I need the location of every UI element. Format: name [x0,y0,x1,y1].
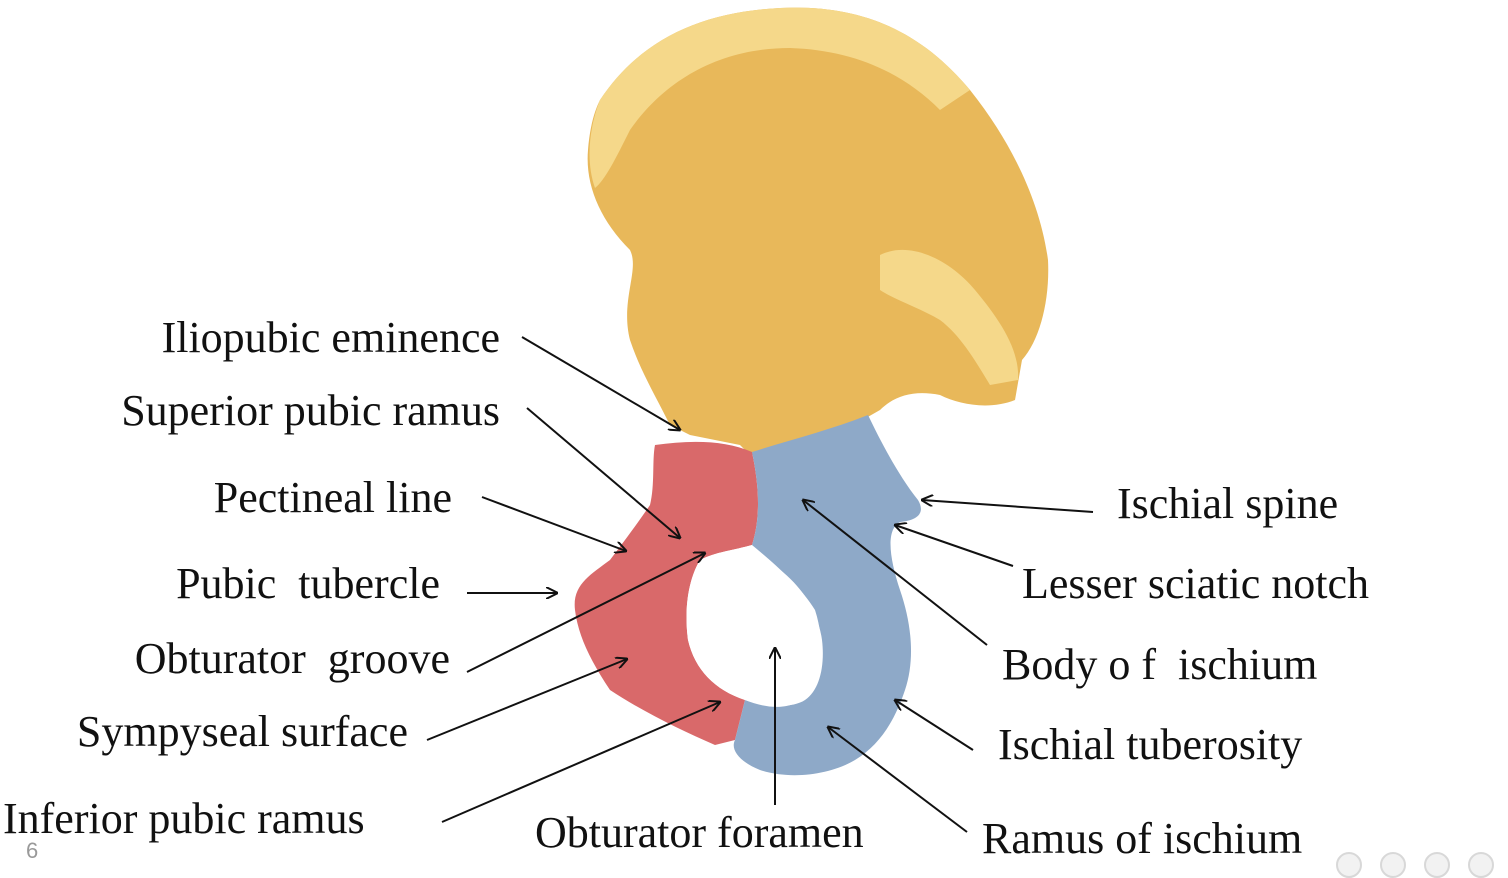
arrow-iliopubic-eminence [521,336,680,430]
iliac-ear [880,249,1019,385]
nav-dot-icon[interactable] [1380,852,1406,878]
slide-number: 6 [26,838,39,863]
label-pubic-tubercle: Pubic tubercle [176,559,440,608]
arrow-pectineal-line [481,496,626,551]
arrow-obturator-groove [466,553,705,673]
label-inferior-pubic-ramus: Inferior pubic ramus [3,794,365,843]
label-obturator-groove: Obturator groove [134,634,450,683]
arrow-ischial-spine [922,500,1094,513]
arrow-body-of-ischium [803,500,988,646]
label-ischial-tuberosity: Ischial tuberosity [998,720,1303,769]
label-lesser-sciatic-notch: Lesser sciatic notch [1022,559,1369,608]
arrow-lesser-sciatic-notch [895,525,1014,567]
pubis-region [574,441,758,745]
iliac-crest [589,7,970,188]
label-body-of-ischium: Body o f ischium [1002,640,1318,689]
nav-dot-icon[interactable] [1468,852,1494,878]
label-iliopubic-eminence: Iliopubic eminence [161,313,500,362]
nav-dot-icon[interactable] [1336,852,1362,878]
label-superior-pubic-ramus: Superior pubic ramus [121,386,500,435]
label-ramus-of-ischium: Ramus of ischium [982,814,1303,863]
label-ischial-spine: Ischial spine [1117,479,1339,528]
obturator-foramen-hole [686,545,821,707]
nav-dot-icon[interactable] [1424,852,1450,878]
arrow-sympyseal-surface [426,659,627,741]
label-sympyseal-surface: Sympyseal surface [76,707,408,756]
ischium-region [733,415,921,776]
ilium-region [587,7,1049,456]
slide-navigation [1336,852,1494,878]
arrow-ramus-of-ischium [828,727,968,833]
label-pectineal-line: Pectineal line [213,473,452,522]
label-obturator-foramen: Obturator foramen [535,808,864,857]
arrow-ischial-tuberosity [895,700,974,751]
arrow-superior-pubic-ramus [526,407,680,538]
arrow-inferior-pubic-ramus [441,702,720,823]
